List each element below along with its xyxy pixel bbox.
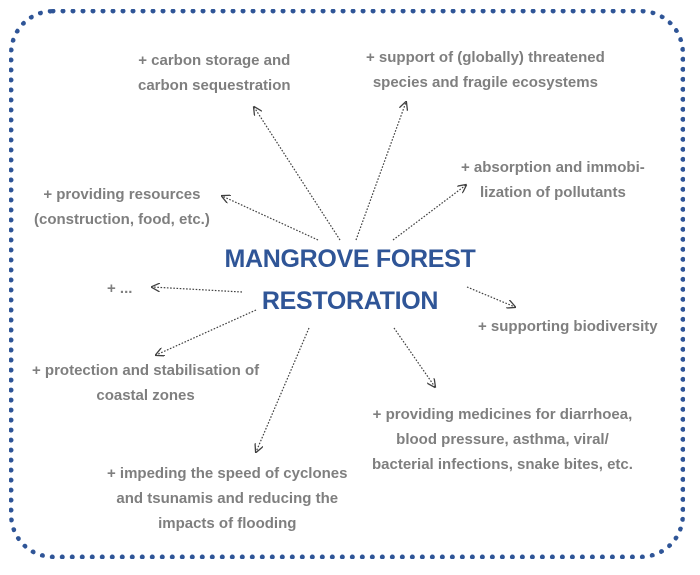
benefit-coastal-line-1: + protection and stabilisation of xyxy=(32,362,260,379)
benefit-carbon-line-1: + carbon storage and xyxy=(138,52,291,69)
benefit-threatened: + support of (globally) threatened speci… xyxy=(366,45,605,95)
benefit-pollutants-line-1: + absorption and immobi- xyxy=(461,159,645,176)
benefit-coastal-line-2: coastal zones xyxy=(96,387,195,404)
arrow-carbon xyxy=(254,107,341,241)
benefit-cyclones: + impeding the speed of cyclones and tsu… xyxy=(107,461,347,536)
benefit-biodiversity: + supporting biodiversity xyxy=(478,314,658,339)
arrow-threatened xyxy=(355,102,406,241)
benefit-cyclones-line-1: + impeding the speed of cyclones xyxy=(107,465,348,482)
arrow-biodiversity xyxy=(466,286,515,307)
benefit-more-line-1: + ... xyxy=(107,280,133,297)
dotted-frame xyxy=(9,9,685,559)
arrow-more xyxy=(152,287,243,293)
benefit-medicines: + providing medicines for diarrhoea, blo… xyxy=(372,402,633,477)
title-line-2: RESTORATION xyxy=(261,287,439,315)
benefit-coastal: + protection and stabilisation of coasta… xyxy=(32,358,259,408)
benefit-pollutants: + absorption and immobi- lization of pol… xyxy=(461,155,645,205)
benefit-threatened-line-1: + support of (globally) threatened xyxy=(366,49,605,66)
benefit-resources-line-2: (construction, food, etc.) xyxy=(34,211,210,228)
arrow-medicines xyxy=(393,327,435,387)
title-line-1: MANGROVE FOREST xyxy=(224,245,476,273)
benefit-biodiversity-line-1: + supporting biodiversity xyxy=(478,318,658,335)
benefit-resources: + providing resources (construction, foo… xyxy=(34,182,210,232)
benefit-medicines-line-1: + providing medicines for diarrhoea, xyxy=(372,406,633,423)
arrow-resources xyxy=(222,196,319,241)
benefit-more: + ... xyxy=(107,276,132,301)
arrow-pollutants xyxy=(392,185,466,241)
benefit-medicines-line-3: bacterial infections, snake bites, etc. xyxy=(372,456,633,473)
benefit-threatened-line-2: species and fragile ecosystems xyxy=(372,74,598,91)
benefit-medicines-line-2: blood pressure, asthma, viral/ xyxy=(396,431,609,448)
arrow-coastal xyxy=(156,309,257,355)
benefit-resources-line-1: + providing resources xyxy=(43,186,201,203)
benefit-pollutants-line-2: lization of pollutants xyxy=(479,184,626,201)
benefit-cyclones-line-2: and tsunamis and reducing the xyxy=(116,490,339,507)
benefit-carbon: + carbon storage and carbon sequestratio… xyxy=(138,48,291,98)
benefit-cyclones-line-3: impacts of flooding xyxy=(158,515,297,532)
arrow-cyclones xyxy=(256,327,310,452)
benefit-carbon-line-2: carbon sequestration xyxy=(138,77,291,94)
